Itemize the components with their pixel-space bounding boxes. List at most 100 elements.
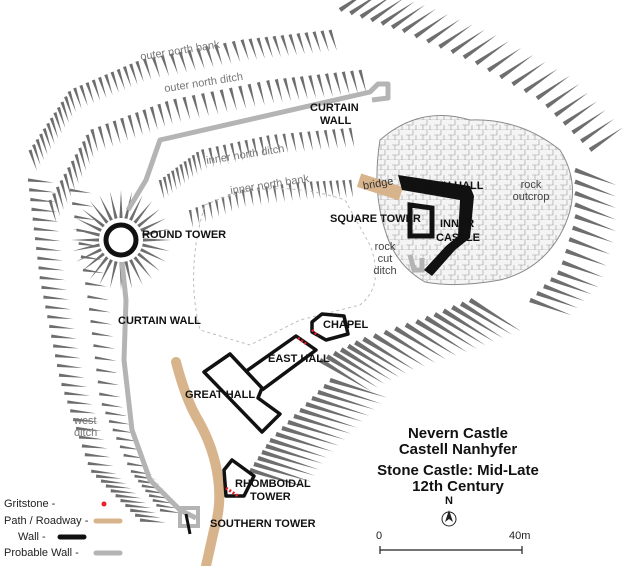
hachure-stroke	[413, 13, 449, 39]
hachure-stroke	[269, 437, 328, 458]
hachure-stroke	[338, 0, 357, 12]
label-rock-cut-1: rock	[374, 241, 396, 253]
hachure-stroke	[81, 140, 90, 165]
hachure-stroke	[79, 84, 88, 107]
hachure-stroke	[98, 76, 107, 99]
hachure-stroke	[324, 73, 333, 97]
hachure-stroke	[283, 77, 292, 102]
hachure-stroke	[85, 281, 108, 287]
hachure-stroke	[372, 333, 426, 367]
hachure-stroke	[380, 1, 415, 26]
hachure-stroke	[195, 207, 200, 226]
rhomboidal-tower-wall	[222, 458, 256, 498]
hachure-stroke	[71, 238, 99, 242]
hachure-stroke	[247, 83, 256, 108]
hachure-stroke	[96, 368, 119, 373]
hachure-stroke	[219, 89, 228, 113]
hachure-stroke	[73, 87, 82, 109]
hachure-stroke	[91, 79, 101, 101]
hachure-stroke	[33, 227, 60, 232]
legend-label-wall: Wall -	[18, 531, 46, 543]
hachure-stroke	[238, 85, 247, 110]
hachure-stroke	[187, 49, 196, 72]
hachure-stroke	[201, 149, 207, 169]
hachure-stroke	[82, 268, 105, 274]
hachure-stroke	[240, 39, 249, 61]
hachure-stroke	[46, 122, 55, 145]
hachure-stroke	[72, 228, 100, 237]
hachure-stroke	[47, 314, 74, 320]
inner-castle-wall	[398, 175, 474, 276]
hachure-stroke	[76, 228, 99, 234]
hachure-stroke	[125, 503, 152, 508]
hachure-stroke	[227, 194, 233, 213]
hachure-stroke	[142, 228, 170, 237]
label-rock-outcrop-1: rock	[520, 179, 542, 191]
hachure-stroke	[42, 128, 52, 150]
hachure-stroke	[318, 357, 372, 392]
hachure-stroke	[251, 138, 258, 159]
hachure-stroke	[179, 164, 186, 184]
hachure-stroke	[556, 270, 600, 288]
map-title-line-3: Stone Castle: Mid-Late	[377, 462, 539, 479]
north-arrow-graphic	[441, 510, 457, 527]
hachure-stroke	[166, 173, 173, 194]
hachure-stroke	[109, 191, 118, 219]
hachure-stroke	[462, 34, 497, 60]
hachure-stroke	[341, 71, 350, 95]
label-curtain-wall-west: CURTAIN WALL	[118, 315, 201, 327]
hachure-stroke	[561, 260, 604, 278]
hachure-stroke	[358, 69, 367, 94]
hachure-stroke	[97, 126, 106, 150]
hachure-stroke	[320, 30, 329, 52]
hachure-stroke	[487, 47, 522, 73]
hachure-stroke	[299, 76, 308, 100]
hachure-stroke	[162, 176, 169, 197]
hachure-stroke	[87, 295, 110, 300]
hachure-stroke	[335, 180, 341, 199]
hachure-stroke	[191, 154, 198, 175]
hachure-stroke	[175, 167, 181, 188]
legend-item-probable-wall: Probable Wall -	[4, 547, 79, 559]
hachure-stroke	[535, 75, 570, 101]
hachure-stroke	[296, 33, 305, 55]
hachure-stroke	[214, 199, 220, 218]
hachure-stroke	[187, 157, 194, 178]
hachure-stroke	[70, 160, 79, 185]
hachure-stroke	[169, 53, 179, 75]
hachure-stroke	[74, 215, 97, 220]
hachure-stroke	[293, 413, 352, 434]
hachure-stroke	[201, 93, 209, 117]
hachure-stroke	[256, 37, 265, 59]
great-hall-wall	[202, 352, 282, 434]
hachure-stroke	[49, 117, 59, 139]
hachure-stroke	[404, 322, 458, 357]
hachure-stroke	[140, 218, 167, 232]
hachure-stroke	[323, 129, 330, 150]
hachure-stroke	[130, 508, 157, 513]
hachure-stroke	[99, 194, 113, 221]
hachure-stroke	[75, 248, 102, 262]
hachure-stroke	[45, 305, 72, 310]
hachure-stroke	[99, 259, 113, 286]
hachure-stroke	[90, 319, 113, 325]
hachure-stroke	[56, 106, 66, 129]
hachure-stroke	[474, 40, 510, 66]
chapel-gritstone	[311, 329, 319, 337]
hachure-stroke	[349, 0, 372, 16]
hachure-stroke	[171, 170, 177, 191]
hachure-stroke	[85, 82, 95, 104]
hachure-stroke	[511, 61, 546, 87]
hachure-stroke	[553, 92, 589, 118]
hachure-stroke	[222, 144, 229, 165]
hachure-stroke	[78, 147, 87, 172]
hachure-stroke	[550, 277, 593, 295]
hachure-stroke	[588, 127, 624, 152]
hachure-stroke	[234, 191, 239, 210]
hachure-stroke	[182, 96, 191, 121]
label-southern-tower: SOUTHERN TOWER	[210, 518, 316, 530]
hachure-stroke	[265, 443, 324, 464]
legend-label-probable-wall: Probable Wall -	[4, 547, 79, 559]
hachure-stroke	[54, 354, 81, 359]
hachure-stroke	[222, 42, 232, 64]
